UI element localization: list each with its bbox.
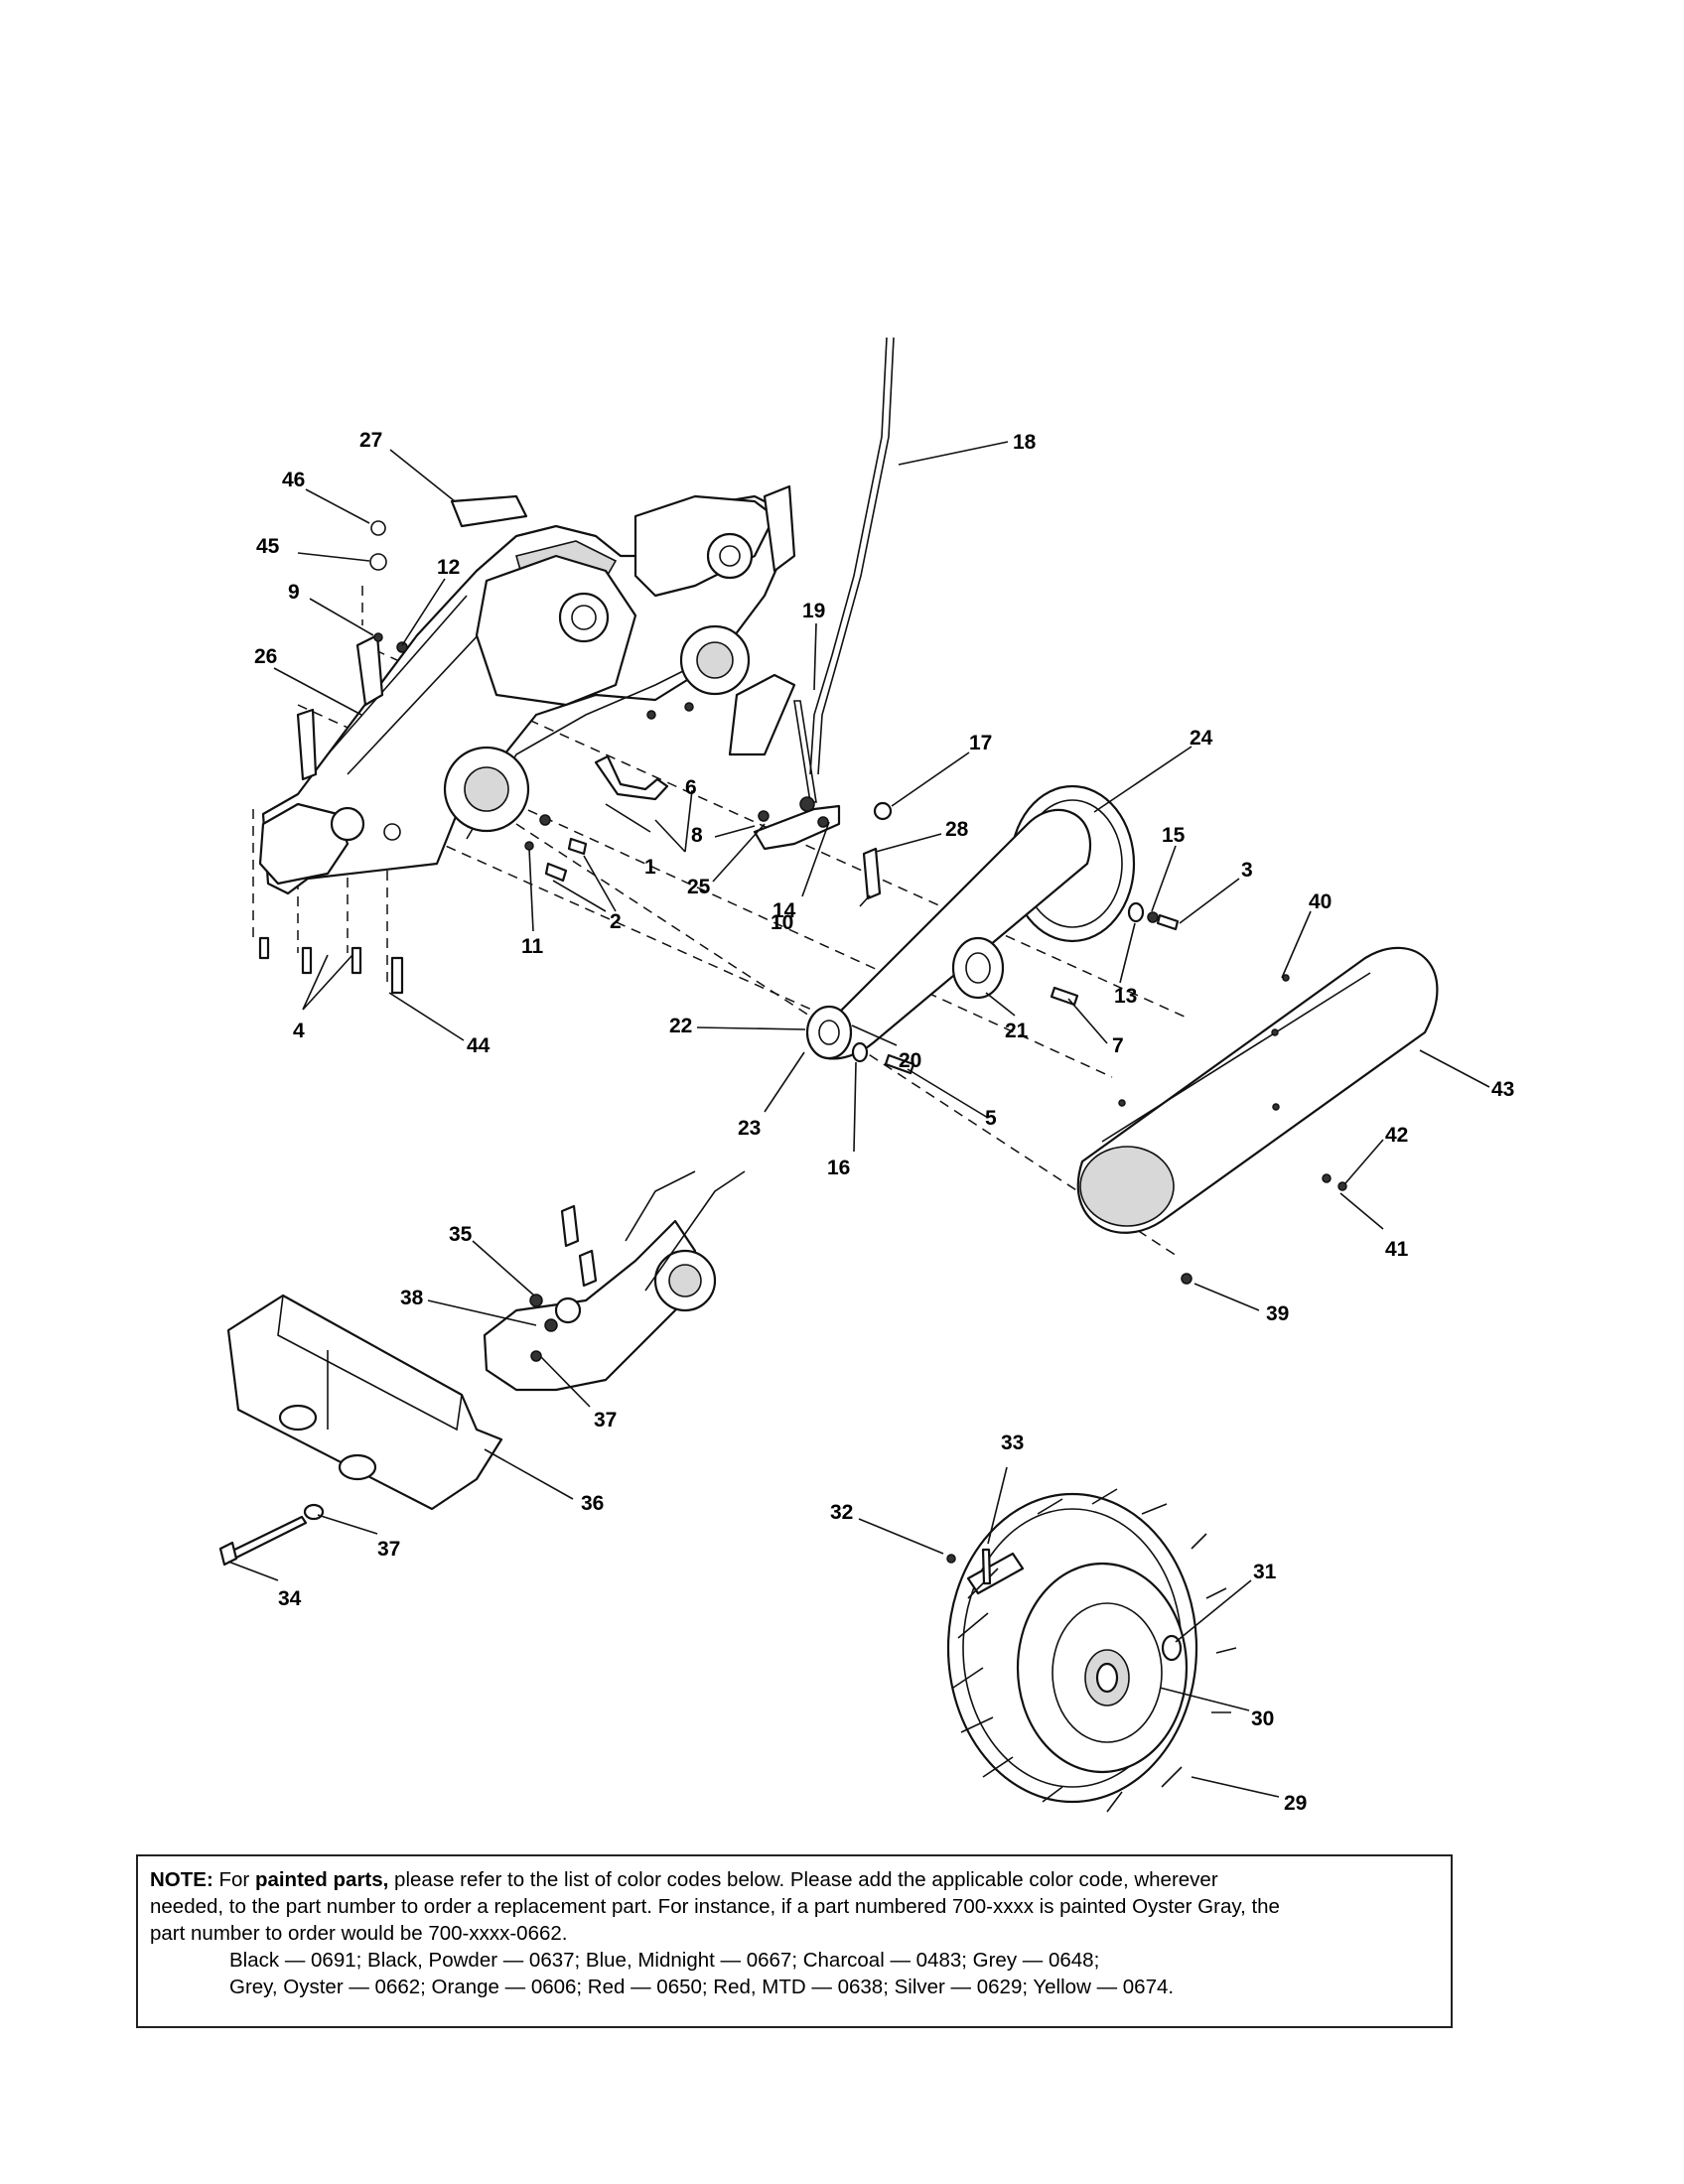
callout-26: 26	[254, 645, 277, 668]
note-text-1: For	[212, 1868, 255, 1891]
callout-44: 44	[467, 1034, 491, 1057]
callout-39: 39	[1266, 1302, 1289, 1325]
callout-43: 43	[1491, 1078, 1514, 1101]
callout-40: 40	[1309, 890, 1332, 913]
note-line-2: needed, to the part number to order a re…	[150, 1895, 1280, 1918]
callout-41: 41	[1385, 1238, 1409, 1261]
callout-31: 31	[1253, 1561, 1277, 1583]
callout-10: 10	[771, 911, 793, 934]
callout-34: 34	[278, 1587, 302, 1610]
callout-23: 23	[738, 1117, 761, 1140]
note-line-1: NOTE: For painted parts, please refer to…	[150, 1866, 1439, 1893]
note-painted-parts: painted parts,	[254, 1868, 389, 1891]
callout-46: 46	[282, 469, 305, 491]
belt-cover	[1076, 946, 1439, 1285]
callout-21: 21	[1005, 1020, 1029, 1042]
callout-38: 38	[400, 1287, 424, 1309]
hardware	[258, 520, 694, 995]
note-line-3: part number to order would be 700-xxxx-0…	[150, 1922, 568, 1945]
callout-3: 3	[1241, 859, 1253, 882]
weight-bolt	[218, 1503, 325, 1567]
callout-4: 4	[293, 1020, 305, 1042]
bracket-part-10	[862, 847, 882, 900]
callout-6: 6	[685, 776, 697, 799]
callout-28: 28	[945, 818, 969, 841]
control-cable	[809, 337, 888, 775]
callout-22: 22	[669, 1015, 692, 1037]
wheel-assembly	[946, 1488, 1237, 1813]
callout-1: 1	[644, 856, 656, 879]
lower-frame	[483, 1170, 746, 1392]
callout-12: 12	[437, 556, 460, 579]
callout-20: 20	[899, 1049, 921, 1072]
callout-36: 36	[581, 1492, 604, 1515]
callout-37a: 37	[594, 1409, 617, 1432]
color-codes-line-2: Grey, Oyster — 0662; Orange — 0606; Red …	[229, 1976, 1175, 1998]
callout-5: 5	[985, 1107, 997, 1130]
callout-2: 2	[610, 910, 622, 933]
callout-18: 18	[1013, 431, 1037, 454]
callout-33: 33	[1001, 1432, 1024, 1454]
callout-7: 7	[1112, 1034, 1124, 1057]
callout-14: 14	[772, 899, 796, 922]
shift-assembly	[728, 673, 893, 851]
callout-25: 25	[687, 876, 711, 898]
engine-pulley	[805, 1005, 853, 1060]
callout-19: 19	[802, 600, 825, 622]
front-weight	[226, 1294, 503, 1511]
callout-35: 35	[449, 1223, 473, 1246]
color-code-note: NOTE: For painted parts, please refer to…	[136, 1854, 1453, 2028]
callout-37b: 37	[377, 1538, 400, 1561]
callout-13: 13	[1114, 985, 1137, 1008]
tiller-frame	[258, 484, 796, 895]
callout-11: 11	[521, 935, 544, 958]
callout-16: 16	[827, 1157, 850, 1179]
leader-lines	[227, 441, 1490, 1798]
weight-hardware	[529, 1294, 558, 1362]
callout-32: 32	[830, 1501, 853, 1524]
callout-8: 8	[691, 824, 703, 847]
callout-15: 15	[1162, 824, 1186, 847]
bracket-part-1	[594, 754, 669, 801]
callout-29: 29	[1284, 1792, 1307, 1815]
callout-24: 24	[1190, 727, 1213, 750]
callout-42: 42	[1385, 1124, 1408, 1147]
callout-45: 45	[256, 535, 280, 558]
note-text-2: please refer to the list of color codes …	[388, 1868, 1218, 1891]
color-codes-line-1: Black — 0691; Black, Powder — 0637; Blue…	[229, 1949, 1100, 1972]
callout-27: 27	[359, 429, 382, 452]
idler-pulley	[951, 936, 1005, 1000]
callout-labels: 27 46 45 9 12 26 18 19 24 6 1 17 8 28 2 …	[254, 429, 1514, 1815]
note-label: NOTE:	[150, 1868, 213, 1891]
exploded-parts-diagram: 27 46 45 9 12 26 18 19 24 6 1 17 8 28 2 …	[218, 337, 1514, 1815]
callout-9: 9	[288, 581, 300, 604]
callout-30: 30	[1251, 1707, 1274, 1730]
callout-17: 17	[969, 732, 992, 754]
control-cable-2	[817, 337, 895, 775]
